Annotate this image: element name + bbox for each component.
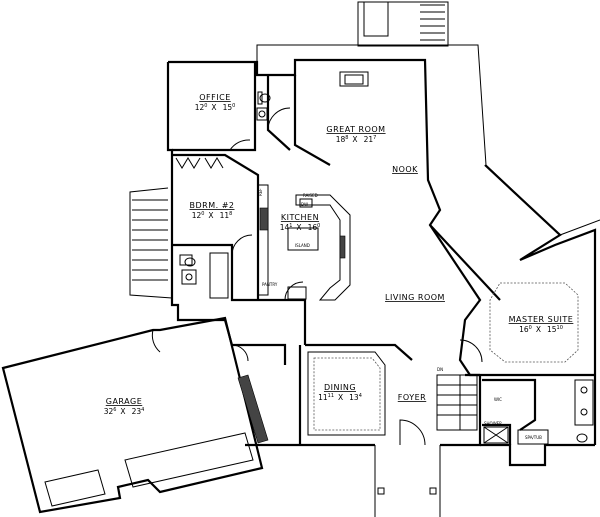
svg-text:MASTER SUITE: MASTER SUITE bbox=[509, 315, 574, 324]
garage bbox=[1, 316, 269, 514]
svg-text:GARAGE: GARAGE bbox=[106, 397, 143, 406]
svg-text:KITCHEN: KITCHEN bbox=[281, 213, 319, 222]
svg-text:OFFICE: OFFICE bbox=[199, 93, 231, 102]
master-suite-fixtures bbox=[483, 282, 594, 445]
label-pantry: PANTRY bbox=[262, 282, 278, 287]
closet-doors bbox=[175, 157, 224, 169]
label-dw: DW bbox=[301, 202, 308, 207]
bath-fixtures bbox=[179, 91, 271, 299]
label-shower: SHOWER bbox=[484, 421, 502, 426]
deck-outline bbox=[256, 44, 600, 236]
label-living-room: LIVING ROOM bbox=[385, 293, 445, 302]
label-nook: NOOK bbox=[392, 165, 418, 174]
label-raised: RAISED bbox=[303, 193, 318, 198]
fireplace bbox=[339, 71, 369, 87]
label-ref: REF bbox=[258, 188, 263, 196]
kitchen-cabinets bbox=[257, 184, 351, 301]
svg-text:DINING: DINING bbox=[324, 383, 356, 392]
svg-text:GREAT ROOM: GREAT ROOM bbox=[326, 125, 385, 134]
exterior-walls bbox=[166, 58, 597, 467]
side-stairs bbox=[129, 187, 173, 299]
fireplace-hearth bbox=[344, 74, 364, 85]
label-spa-tub: SPA/TUB bbox=[525, 435, 542, 440]
label-island: ISLAND bbox=[295, 243, 310, 248]
label-wic: WIC bbox=[494, 397, 502, 402]
label-dn: DN bbox=[437, 367, 443, 372]
foyer-stairs bbox=[436, 374, 478, 431]
dining-ceiling-outline bbox=[307, 351, 386, 436]
label-foyer: FOYER bbox=[398, 393, 426, 402]
rear-deck-stairs bbox=[357, 1, 449, 47]
svg-text:BDRM. #2: BDRM. #2 bbox=[190, 201, 235, 210]
front-porch bbox=[374, 445, 441, 517]
